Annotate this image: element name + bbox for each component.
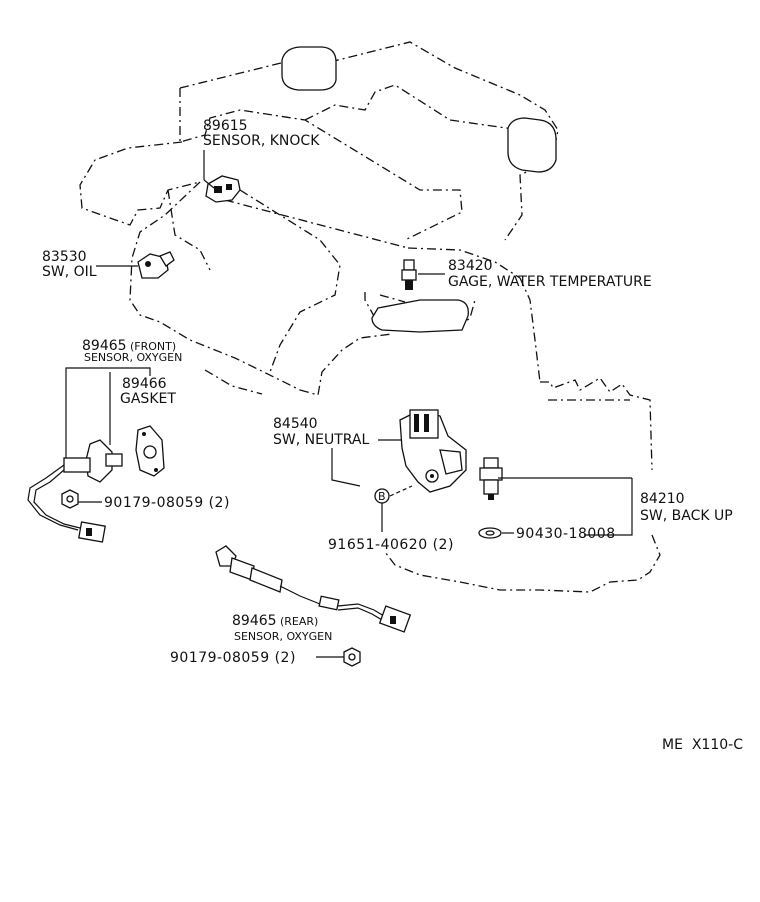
engine-outline: [79, 41, 661, 593]
neutral-switch-leader: [331, 448, 361, 487]
oil-switch: [96, 251, 175, 279]
gasket-name: GASKET: [120, 391, 176, 407]
oxygen-sensor-front: [27, 439, 123, 543]
knock-sensor: [203, 150, 241, 203]
oxygen-sensor-front-name: SENSOR, OXYGEN: [84, 351, 182, 364]
bolt-neutral-number: 91651-40620 (2): [328, 537, 454, 553]
back-up-bracket: [584, 478, 633, 536]
figure-code: ME X110-C: [662, 737, 743, 753]
neutral-switch: [399, 409, 467, 493]
oxygen-sensor-rear-qualifier: (REAR): [280, 615, 318, 628]
oxygen-sensor-rear-name: SENSOR, OXYGEN: [234, 630, 332, 643]
bolt-marker: B: [378, 490, 386, 503]
back-up-switch-name: SW, BACK UP: [640, 508, 733, 524]
nut-rear: [316, 647, 361, 667]
nut-front-number: 90179-08059 (2): [104, 495, 230, 511]
knock-sensor-number: 89615: [203, 118, 248, 134]
nut-rear-number: 90179-08059 (2): [170, 650, 296, 666]
oxygen-sensor-rear-number: 89465: [232, 613, 277, 629]
neutral-switch-number: 84540: [273, 416, 318, 432]
oil-switch-number: 83530: [42, 249, 87, 265]
water-temperature-gage: [401, 259, 445, 290]
nut-front: [61, 489, 102, 509]
washer: [478, 527, 514, 539]
neutral-switch-name: SW, NEUTRAL: [273, 432, 369, 448]
oxygen-sensor-front-number: 89465: [82, 338, 127, 354]
knock-sensor-name: SENSOR, KNOCK: [203, 133, 320, 149]
oxygen-sensor-rear: [215, 545, 412, 633]
gasket-number: 89466: [122, 376, 167, 392]
water-temp-gage-name: GAGE, WATER TEMPERATURE: [448, 274, 652, 290]
oil-switch-name: SW, OIL: [42, 264, 97, 280]
back-up-switch: [479, 457, 632, 500]
bolt-neutral-marker: B: [374, 485, 413, 532]
back-up-switch-number: 84210: [640, 491, 685, 507]
oxygen-sensor-front-qualifier: (FRONT): [130, 340, 176, 353]
washer-number: 90430-18008: [516, 526, 616, 542]
gasket: [135, 425, 165, 477]
water-temp-gage-number: 83420: [448, 258, 493, 274]
